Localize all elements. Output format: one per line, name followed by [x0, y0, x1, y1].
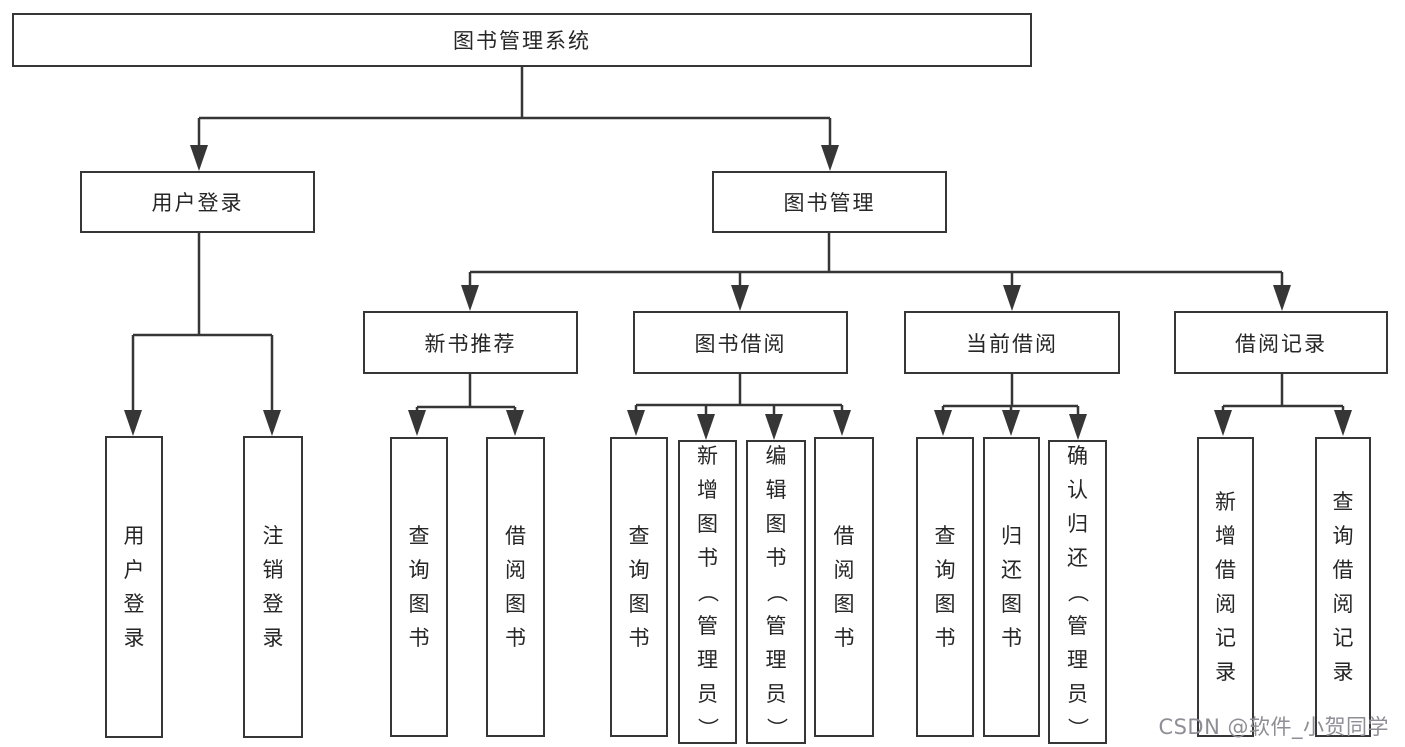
vertical-char: 询 [408, 558, 430, 582]
node-book-borrow: 图书借阅 [633, 311, 848, 374]
vertical-char: 图 [833, 592, 855, 616]
vertical-char: 记 [1332, 626, 1354, 650]
arrowhead-icons [124, 145, 1352, 440]
vertical-char: （ [695, 581, 720, 603]
vertical-char: 注 [262, 524, 284, 548]
vertical-char: 户 [123, 558, 145, 582]
vertical-char: 还 [1067, 546, 1088, 570]
vertical-char: 书 [628, 626, 650, 650]
vertical-char: 图 [505, 592, 526, 616]
node-borrow-records: 借阅记录 [1174, 311, 1388, 374]
vertical-char: 登 [123, 592, 145, 616]
vertical-char: 查 [628, 524, 650, 548]
vertical-char: 新 [1215, 490, 1236, 514]
vertical-char: 借 [1215, 558, 1236, 582]
vertical-char: 管 [697, 614, 718, 638]
vertical-char: 阅 [1332, 592, 1354, 616]
vertical-char: 理 [697, 648, 718, 672]
leaf-add-book-admin: 新增图书 （ 管理员 ） [678, 440, 737, 744]
vertical-char: 理 [1067, 648, 1088, 672]
vertical-char: 图 [765, 512, 787, 536]
node-new-book-recommend: 新书推荐 [363, 311, 578, 374]
vertical-char: 图 [697, 512, 718, 536]
vertical-char: 管 [765, 614, 787, 638]
vertical-char: 借 [1332, 558, 1354, 582]
connector-lines [131, 67, 1345, 418]
vertical-char: 书 [408, 626, 430, 650]
vertical-char: 询 [934, 558, 956, 582]
leaf-logout: 注销登录 [243, 436, 303, 738]
vertical-char: 归 [1001, 524, 1022, 548]
vertical-char: 阅 [505, 558, 526, 582]
node-library-system: 图书管理系统 [12, 13, 1032, 67]
vertical-char: 确 [1067, 444, 1088, 468]
vertical-char: 辑 [765, 478, 787, 502]
vertical-char: ） [764, 717, 788, 739]
vertical-char: 书 [765, 546, 787, 570]
vertical-char: 员 [1067, 682, 1088, 706]
vertical-char: 询 [1332, 524, 1354, 548]
vertical-char: 借 [833, 524, 855, 548]
vertical-char: 还 [1001, 558, 1022, 582]
node-user-login: 用户登录 [80, 171, 315, 233]
vertical-char: 查 [1332, 490, 1354, 514]
vertical-char: 编 [765, 444, 787, 468]
vertical-char: 录 [1215, 660, 1236, 684]
vertical-char: 书 [833, 626, 855, 650]
vertical-char: 员 [765, 682, 787, 706]
leaf-confirm-return-admin: 确认归还 （ 管理员 ） [1048, 440, 1107, 744]
leaf-edit-book-admin: 编辑图书 （ 管理员 ） [746, 440, 806, 744]
vertical-char: 归 [1067, 512, 1088, 536]
leaf-query-book-borrow: 查询图书 [610, 437, 668, 737]
vertical-char: 阅 [1215, 592, 1236, 616]
vertical-char: 书 [934, 626, 956, 650]
vertical-char: 录 [1332, 660, 1354, 684]
leaf-user-login: 用户登录 [105, 436, 163, 738]
vertical-char: 图 [628, 592, 650, 616]
vertical-char: 书 [505, 626, 526, 650]
vertical-char: 询 [628, 558, 650, 582]
leaf-borrow-book-recommend: 借阅图书 [486, 437, 545, 737]
vertical-char: （ [764, 581, 788, 603]
leaf-borrow-book: 借阅图书 [814, 437, 874, 737]
leaf-add-borrow-record: 新增借阅记录 [1197, 437, 1254, 737]
csdn-watermark: CSDN @软件_小贺同学 [1158, 715, 1389, 739]
vertical-char: ） [695, 717, 720, 739]
vertical-char: 阅 [833, 558, 855, 582]
vertical-char: 录 [262, 626, 284, 650]
vertical-char: 增 [1215, 524, 1236, 548]
vertical-char: 查 [934, 524, 956, 548]
vertical-char: 理 [765, 648, 787, 672]
leaf-query-book-recommend: 查询图书 [390, 437, 448, 737]
vertical-char: 书 [1001, 626, 1022, 650]
vertical-char: 录 [123, 626, 145, 650]
node-book-management: 图书管理 [712, 171, 947, 233]
node-current-borrow: 当前借阅 [904, 311, 1120, 374]
vertical-char: 记 [1215, 626, 1236, 650]
vertical-char: 书 [697, 546, 718, 570]
vertical-char: 管 [1067, 614, 1088, 638]
vertical-char: （ [1065, 581, 1090, 603]
vertical-char: 认 [1067, 478, 1088, 502]
vertical-char: 员 [697, 682, 718, 706]
vertical-char: 销 [262, 558, 284, 582]
vertical-char: 增 [697, 478, 718, 502]
vertical-char: 借 [505, 524, 526, 548]
vertical-char: 图 [408, 592, 430, 616]
vertical-char: 图 [934, 592, 956, 616]
vertical-char: 图 [1001, 592, 1022, 616]
vertical-char: 用 [123, 524, 145, 548]
vertical-char: 查 [408, 524, 430, 548]
vertical-char: 新 [697, 444, 718, 468]
vertical-char: 登 [262, 592, 284, 616]
vertical-char: ） [1065, 717, 1090, 739]
leaf-query-borrow-record: 查询借阅记录 [1315, 437, 1371, 737]
leaf-query-book-current: 查询图书 [916, 437, 974, 737]
leaf-return-book: 归还图书 [983, 437, 1040, 737]
